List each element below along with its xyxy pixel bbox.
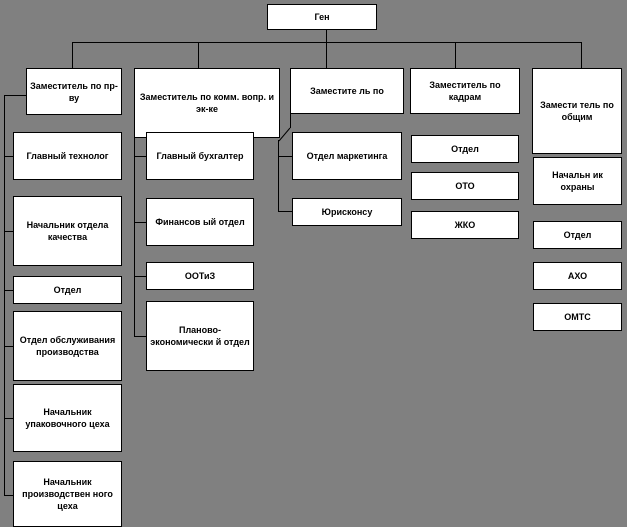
node-chief-accountant[interactable]: Главный бухгалтер [146,132,254,180]
node-department-1-label: Отдел [53,285,82,295]
node-ootiz[interactable]: ООТиЗ [146,262,254,290]
node-root-label: Ген [314,12,330,22]
node-oto[interactable]: ОТО [411,172,519,200]
node-security-head-label: Начальн ик охраны [552,170,603,192]
connector-col2-spine [134,118,135,336]
node-deputy-commercial-label: Заместитель по комм. вопр. и эк-ке [139,92,275,114]
node-finance-department-label: Финансов ый отдел [155,217,245,227]
node-chief-accountant-label: Главный бухгалтер [156,151,244,161]
node-production-shop-head[interactable]: Начальник производствен ного цеха [13,461,122,527]
node-legal-counsel-label: Юрисконсу [321,207,373,217]
node-omts[interactable]: ОМТС [533,303,622,331]
node-aho-label: АХО [567,271,588,281]
node-aho[interactable]: АХО [533,262,622,290]
node-omts-label: ОМТС [564,312,591,322]
node-zhko-label: ЖКО [454,220,476,230]
connector-col2-stub-0 [134,156,146,157]
connector-col2-stub-3 [134,336,146,337]
connector-col1-spine [4,95,5,495]
node-department-1[interactable]: Отдел [13,276,122,304]
node-production-service[interactable]: Отдел обслуживания производства [13,311,122,381]
node-production-service-label: Отдел обслуживания производства [19,335,116,357]
node-security-head[interactable]: Начальн ик охраны [533,157,622,205]
node-ootiz-label: ООТиЗ [184,271,216,281]
connector-col2-stub-1 [134,222,146,223]
node-deputy-production-label: Заместитель по пр-ву [30,80,118,103]
node-oto-label: ОТО [455,181,475,191]
node-deputy-three-label: Заместите ль по [310,86,384,96]
connector-col3-upper [290,114,291,128]
connector-drop-col2 [198,42,199,68]
node-deputy-hr-label: Заместитель по кадрам [429,80,501,102]
node-marketing-department-label: Отдел маркетинга [306,151,388,161]
node-production-shop-head-label: Начальник производствен ного цеха [22,477,113,511]
connector-col3-stub-0 [278,156,292,157]
node-planning-economic-label: Планово-экономически й отдел [150,325,250,347]
node-deputy-general-label: Замести тель по общим [540,100,614,122]
node-root[interactable]: Ген [267,4,377,30]
node-department-2[interactable]: Отдел [411,135,519,163]
node-legal-counsel[interactable]: Юрисконсу [292,198,402,226]
node-quality-head[interactable]: Начальник отдела качества [13,196,122,266]
node-department-2-label: Отдел [451,144,479,154]
connector-root-stem [326,29,327,43]
connector-col1-entry [4,95,26,96]
connector-col2-stub-2 [134,276,146,277]
node-packaging-head[interactable]: Начальник упаковочного цеха [13,384,122,452]
connector-drop-col3 [326,42,327,68]
connector-drop-col5 [581,42,582,68]
node-department-3[interactable]: Отдел [533,221,622,249]
node-chief-technologist-label: Главный технолог [26,151,109,161]
node-deputy-general[interactable]: Замести тель по общим [532,68,622,154]
node-chief-technologist[interactable]: Главный технолог [13,132,122,180]
node-packaging-head-label: Начальник упаковочного цеха [25,407,110,429]
node-marketing-department[interactable]: Отдел маркетинга [292,132,402,180]
node-planning-economic[interactable]: Планово-экономически й отдел [146,301,254,371]
node-deputy-production[interactable]: Заместитель по пр-ву [26,68,122,115]
node-finance-department[interactable]: Финансов ый отдел [146,198,254,246]
node-quality-head-label: Начальник отдела качества [26,220,109,242]
node-deputy-three[interactable]: Заместите ль по [290,68,404,114]
node-deputy-hr[interactable]: Заместитель по кадрам [410,68,520,114]
connector-col3-spine [278,140,279,211]
connector-col3-stub-1 [278,211,292,212]
node-department-3-label: Отдел [563,230,592,240]
node-deputy-commercial[interactable]: Заместитель по комм. вопр. и эк-ке [134,68,280,138]
connector-drop-col1 [72,42,73,68]
node-zhko[interactable]: ЖКО [411,211,519,239]
connector-drop-col4 [455,42,456,68]
connector-col3-diagonal [278,127,291,142]
